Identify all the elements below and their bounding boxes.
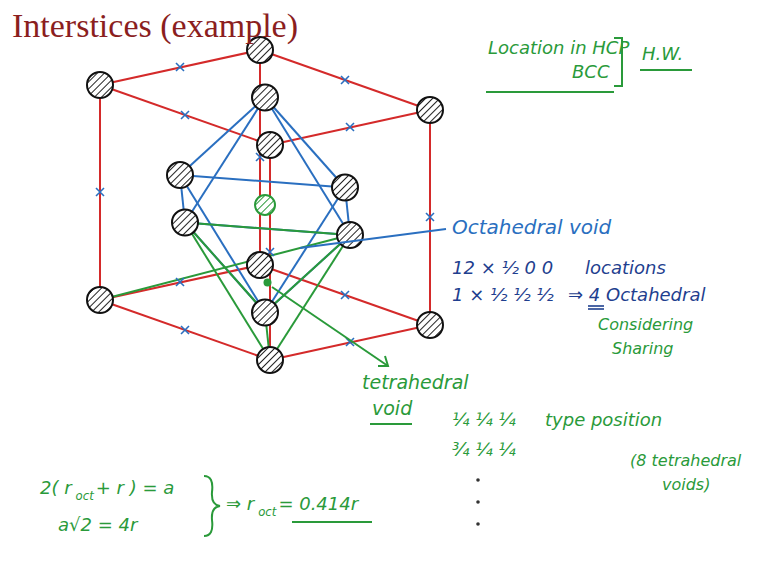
note-text: ⇒ 4 Octahedral <box>568 284 705 305</box>
handwritten-note: ⇒ roct= 0.414r <box>226 494 360 515</box>
tetrahedral-site <box>264 279 272 287</box>
handwritten-note: H.W. <box>642 44 683 65</box>
edge-midpoint-marks <box>96 63 434 346</box>
cube-edges <box>100 50 430 360</box>
subscript: oct <box>258 506 276 519</box>
subscript: oct <box>76 490 94 503</box>
note-text: 2( r <box>40 477 72 498</box>
handwritten-note: Sharing <box>612 340 673 358</box>
note-text: a√2 = 4r <box>58 514 137 535</box>
handwritten-note: BCC <box>572 62 610 83</box>
note-text: Considering <box>598 315 693 334</box>
octahedral-site <box>255 195 275 215</box>
note-text: locations <box>585 257 666 278</box>
note-text: Octahedral void <box>452 215 611 239</box>
tetrahedron-lines <box>100 223 350 361</box>
note-text: void <box>372 397 412 419</box>
note-text: ⇒ r <box>226 493 254 514</box>
handwritten-note: Octahedral void <box>452 216 611 239</box>
note-text: = 0.414r <box>278 493 358 514</box>
note-text: BCC <box>572 61 610 82</box>
handwritten-note: void <box>372 398 412 420</box>
handwritten-note: 12 × ½ 0 0 <box>452 258 553 279</box>
continuation-dots <box>476 478 480 526</box>
handwritten-note: tetrahedral <box>362 372 469 394</box>
handwritten-note: voids) <box>662 476 710 494</box>
handwritten-note: ¾ ¼ ¼ <box>452 440 516 461</box>
note-text: + r ) = a <box>96 477 175 498</box>
note-text: H.W. <box>642 43 683 64</box>
octahedron-lines <box>180 98 350 313</box>
note-text: type position <box>545 409 662 430</box>
handwritten-note: (8 tetrahedral <box>630 452 741 470</box>
note-text: Location in HCP <box>488 37 629 58</box>
handwritten-note: ⇒ 4 Octahedral <box>568 285 705 306</box>
handwritten-note: a√2 = 4r <box>58 515 137 536</box>
handwritten-note: ¼ ¼ ¼ <box>452 410 516 431</box>
handwritten-note: 1 × ½ ½ ½ <box>452 285 554 306</box>
note-text: ¾ ¼ ¼ <box>452 439 516 460</box>
handwritten-note: Considering <box>598 316 693 334</box>
double-underline <box>588 306 604 309</box>
note-text: voids) <box>662 475 710 494</box>
note-text: tetrahedral <box>362 371 469 393</box>
handwritten-note: locations <box>585 258 666 279</box>
leader-line <box>300 229 446 248</box>
handwritten-note: type position <box>545 410 662 431</box>
leader-arrow <box>272 287 388 366</box>
atoms <box>87 37 443 373</box>
handwritten-note: 2( roct+ r ) = a <box>40 478 176 499</box>
note-text: (8 tetrahedral <box>630 451 741 470</box>
note-text: 1 × ½ ½ ½ <box>452 284 554 305</box>
note-text: ¼ ¼ ¼ <box>452 409 516 430</box>
slide-title: Interstices (example) <box>12 6 298 45</box>
handwritten-note: Location in HCP <box>488 38 629 59</box>
note-text: Sharing <box>612 339 673 358</box>
note-text: 12 × ½ 0 0 <box>452 257 553 278</box>
